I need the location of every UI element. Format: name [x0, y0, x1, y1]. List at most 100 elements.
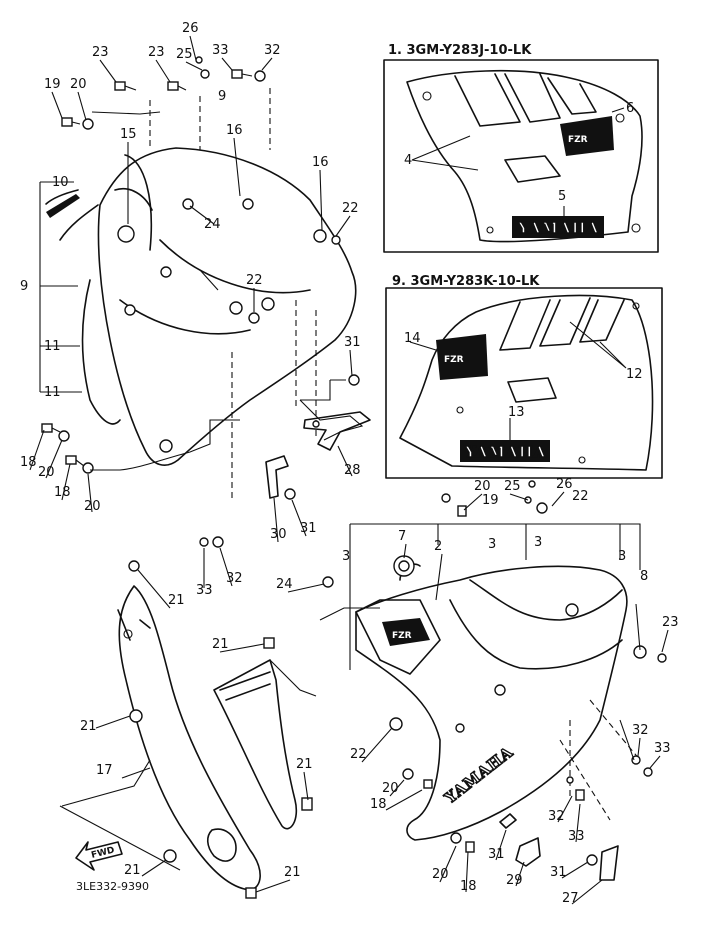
- callout-10: 10: [52, 175, 69, 190]
- callout-21-a: 21: [168, 593, 185, 608]
- callout-31-d: 31: [550, 865, 567, 880]
- callout-20-e: 20: [382, 781, 399, 796]
- callout-24-top: 24: [204, 217, 221, 232]
- callout-20-c: 20: [84, 499, 101, 514]
- callout-25-b: 25: [504, 479, 521, 494]
- callout-9-left: 9: [20, 279, 28, 294]
- callout-22-mid: 22: [246, 273, 263, 288]
- fzr-decal-right: [560, 116, 614, 156]
- callout-19-b: 19: [482, 493, 499, 508]
- callout-16-a: 16: [226, 123, 243, 138]
- callout-18-d: 18: [460, 879, 477, 894]
- bracket-30: [265, 455, 289, 499]
- callout-18-a: 18: [20, 455, 37, 470]
- callout-30: 30: [270, 527, 287, 542]
- callout-26-b: 26: [556, 477, 573, 492]
- clip-29: [515, 837, 541, 867]
- callout-32-c: 32: [632, 723, 649, 738]
- callout-20-d: 20: [474, 479, 491, 494]
- callout-31-b: 31: [300, 521, 317, 536]
- callout-3-d: 3: [618, 549, 626, 564]
- callout-18-c: 18: [370, 797, 387, 812]
- upper-cowl-right-outline: [406, 69, 643, 243]
- yamaha-decal-right: [512, 216, 604, 238]
- callout-23-c: 23: [662, 615, 679, 630]
- callout-14: 14: [404, 331, 421, 346]
- fzr-decal-lower: [382, 618, 430, 646]
- inner-panel-main: [97, 147, 357, 466]
- callout-33-c: 33: [654, 741, 671, 756]
- callout-25-top: 25: [176, 47, 193, 62]
- callout-23-a: 23: [92, 45, 109, 60]
- callout-3-c: 3: [534, 535, 542, 550]
- leader-lines: [29, 35, 669, 905]
- callout-22-d: 22: [350, 747, 367, 762]
- upper-cowl-left-stripes: [499, 297, 625, 351]
- callout-15: 15: [120, 127, 137, 142]
- callout-7: 7: [398, 529, 406, 544]
- inset-box-9: 9. 3GM-Y283K-10-LK FZR YAMAHA 14 12 13: [385, 274, 663, 479]
- callout-4-box1: 4: [404, 153, 412, 168]
- callout-5: 5: [558, 189, 566, 204]
- callout-labels: 26 23 23 25 33 32 19 20 9 15 16 16 10 24…: [20, 21, 679, 906]
- callout-20-top: 20: [70, 77, 87, 92]
- upper-cowl-right-stripes: [454, 73, 597, 127]
- callout-26-top: 26: [182, 21, 199, 36]
- callout-31-a: 31: [344, 335, 361, 350]
- catalog-number: 3LE332-9390: [76, 880, 149, 893]
- callout-17: 17: [96, 763, 113, 778]
- inset-box-1: 1. 3GM-Y283J-10-LK FZR YAMAHA 4 6 5: [383, 43, 659, 253]
- callout-3-a: 3: [342, 549, 350, 564]
- part-10-trim: [45, 189, 79, 205]
- callout-27: 27: [562, 891, 579, 906]
- callout-12: 12: [626, 367, 643, 382]
- yamaha-lower-cowl-text: YAMAHA: [441, 743, 517, 808]
- upper-cowl-left-outline: [399, 294, 654, 471]
- callout-18-b: 18: [54, 485, 71, 500]
- callout-22-c: 22: [572, 489, 589, 504]
- callout-21-c: 21: [80, 719, 97, 734]
- lower-panel-17: [118, 585, 261, 891]
- callout-3-b: 3: [488, 537, 496, 552]
- fzr-decal-left-text: FZR: [444, 355, 464, 365]
- yamaha-decal-left: [460, 440, 550, 462]
- callout-22-top: 22: [342, 201, 359, 216]
- callout-9-top: 9: [218, 89, 226, 104]
- upper-cowl-left-cutout: [507, 377, 557, 403]
- yamaha-decal-left-text: YAMAHA: [464, 443, 546, 461]
- callout-32-d: 32: [548, 809, 565, 824]
- callout-6: 6: [626, 101, 634, 116]
- callout-19-top: 19: [44, 77, 61, 92]
- callout-32-top: 32: [264, 43, 281, 58]
- lower-cowl-main: [355, 565, 628, 841]
- callout-24-b: 24: [276, 577, 293, 592]
- callout-33-top: 33: [212, 43, 229, 58]
- callout-31-c: 31: [488, 847, 505, 862]
- callout-29: 29: [506, 873, 523, 888]
- fzr-decal-left: [436, 334, 488, 380]
- callout-21-b: 21: [212, 637, 229, 652]
- inset-box-1-title: 1. 3GM-Y283J-10-LK: [388, 43, 532, 58]
- bracket-28: [303, 411, 371, 451]
- callout-21-e: 21: [124, 863, 141, 878]
- callout-33-mid: 33: [196, 583, 213, 598]
- fzr-decal-lower-text: FZR: [392, 631, 412, 641]
- callout-21-f: 21: [284, 865, 301, 880]
- callout-2: 2: [434, 539, 442, 554]
- callout-32-mid: 32: [226, 571, 243, 586]
- forward-direction-arrow: FWD: [75, 841, 123, 871]
- lower-cowl-left: [59, 560, 380, 899]
- callout-11-b: 11: [44, 385, 61, 400]
- inner-panel-assembly: [39, 56, 371, 548]
- upper-cowl-right-cutout: [504, 155, 561, 183]
- callout-8: 8: [640, 569, 648, 584]
- callout-21-d: 21: [296, 757, 313, 772]
- inner-lower-panel: [213, 659, 298, 830]
- callout-23-b: 23: [148, 45, 165, 60]
- bracket-27: [599, 845, 619, 881]
- callout-11-a: 11: [44, 339, 61, 354]
- inset-box-9-title: 9. 3GM-Y283K-10-LK: [392, 274, 540, 289]
- callout-13: 13: [508, 405, 525, 420]
- yamaha-decal-right-text: YAMAHA: [517, 219, 599, 237]
